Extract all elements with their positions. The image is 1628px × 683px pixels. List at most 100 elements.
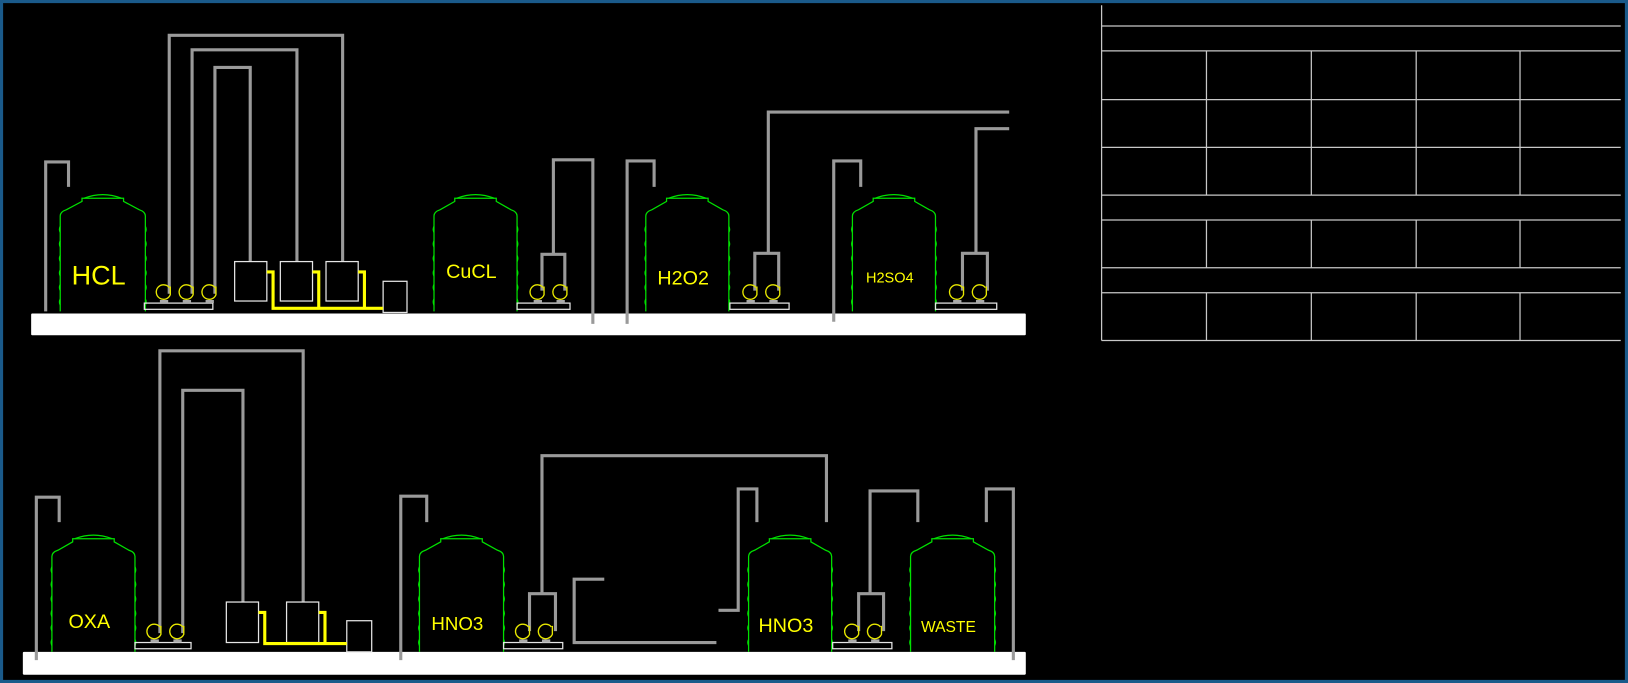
tank-lid [875, 194, 913, 199]
tank-outline [433, 197, 518, 312]
tank-rib [432, 269, 519, 277]
tank-rib [644, 255, 731, 262]
pump-icon [742, 284, 758, 300]
tank-label: WASTE [921, 619, 976, 636]
tank-rib [909, 610, 997, 617]
tank: WASTE [909, 534, 997, 652]
pump-foot [159, 299, 169, 304]
tank-rib [747, 610, 834, 617]
tank-rib [747, 566, 834, 574]
top-row-mixers [234, 260, 408, 314]
tank-label: HCL [72, 260, 126, 290]
pump-skid [502, 623, 564, 650]
tank-rib [851, 284, 937, 291]
tank-rib [50, 610, 137, 617]
tank-rib [747, 624, 834, 632]
pump-base [729, 302, 790, 310]
tank: HNO3 [747, 534, 834, 652]
pump-skid [832, 623, 893, 650]
tank-rib [432, 255, 519, 262]
pump-icon [146, 623, 162, 640]
tank-lid [771, 534, 810, 540]
tank-rib [418, 580, 505, 588]
pump-icon [169, 623, 185, 640]
pump-icon [537, 623, 554, 640]
pump-icon [155, 284, 171, 300]
tank-rib [50, 580, 137, 588]
tank-rib [644, 284, 731, 291]
pump-foot [541, 639, 551, 643]
legend-table [1100, 5, 1621, 342]
tank-rib [50, 566, 137, 574]
tank-rib [58, 226, 147, 233]
tank: HCL [58, 194, 147, 312]
tank-rib [50, 595, 137, 603]
tank-rib [851, 255, 937, 262]
tank-rib [58, 269, 147, 277]
tank-rib [432, 226, 519, 233]
pump-base [143, 302, 214, 310]
top-platform [31, 313, 1026, 336]
tank: H2O2 [644, 194, 731, 312]
tank: H2SO4 [851, 194, 937, 312]
pump-icon [971, 284, 988, 300]
pump-icon [178, 284, 194, 300]
tank-lid [74, 534, 113, 540]
tank-rib [909, 566, 997, 574]
tank-lid [83, 194, 122, 199]
tank-outline [851, 197, 937, 312]
pump-foot [871, 639, 880, 643]
pump-icon [948, 284, 965, 300]
tank-label: HNO3 [431, 613, 483, 634]
pump-icon [866, 623, 883, 640]
tank-label: H2SO4 [866, 270, 914, 286]
tank-lid [456, 194, 495, 199]
pump-icon [843, 623, 860, 640]
pump-foot [519, 639, 528, 643]
tank-rib [909, 624, 997, 632]
top-row-pipes [44, 33, 1010, 324]
pump-skid [143, 284, 217, 310]
tank-label: CuCL [446, 261, 496, 283]
pump-skid [516, 284, 571, 310]
tank-rib [418, 595, 505, 603]
tank-outline [51, 538, 136, 652]
tank-rib [432, 240, 519, 248]
pump-foot [975, 299, 985, 304]
tank-rib [851, 240, 937, 248]
tank-label: OXA [68, 611, 110, 633]
tank-rib [909, 580, 997, 588]
pump-foot [556, 299, 565, 304]
pump-foot [182, 299, 192, 304]
tank-rib [644, 240, 731, 248]
tank-lid [442, 534, 481, 540]
tank-rib [644, 298, 731, 306]
tank-label: HNO3 [759, 615, 814, 637]
tank-rib [50, 624, 137, 632]
tank-lid [668, 194, 707, 199]
pump-base [516, 302, 571, 310]
tank-rib [58, 255, 147, 262]
tank: OXA [50, 534, 137, 652]
pump-icon [514, 623, 531, 640]
pump-foot [150, 639, 159, 643]
pump-foot [533, 299, 542, 304]
pump-skid [934, 284, 998, 310]
tank-rib [909, 639, 997, 646]
tank-rib [851, 269, 937, 277]
bottom-row-pipes [34, 349, 1015, 661]
tank-outline [59, 197, 146, 312]
pumps-group [134, 284, 998, 650]
tank-rib [644, 226, 731, 233]
tank-rib [747, 595, 834, 603]
tank-lid [933, 534, 972, 540]
tank-rib [418, 566, 505, 574]
tank-outline [909, 538, 996, 652]
pump-skid [729, 284, 790, 310]
tank-rib [58, 298, 147, 306]
pump-base [934, 302, 998, 310]
pump-foot [769, 299, 778, 304]
tank: CuCL [432, 194, 519, 312]
